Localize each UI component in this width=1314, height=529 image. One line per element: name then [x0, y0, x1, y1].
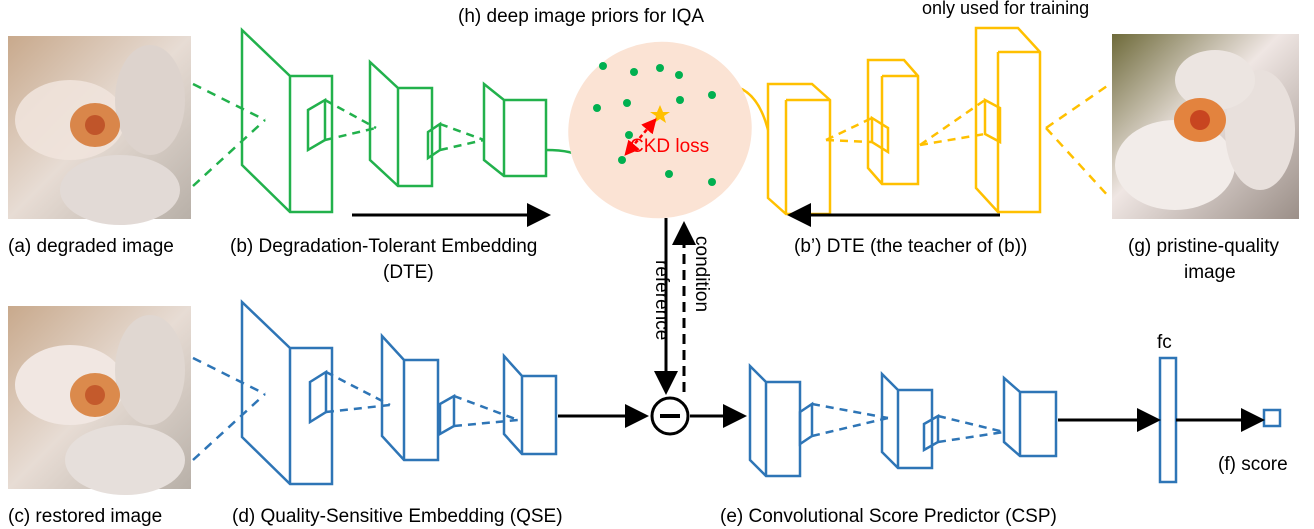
teacher-block-2 — [866, 58, 920, 186]
csp-label: (e) Convolutional Score Predictor (CSP) — [720, 506, 1057, 527]
dte-block-1 — [240, 27, 334, 214]
teacher-kernel-3 — [983, 97, 1002, 145]
csp-block-1 — [748, 362, 802, 478]
score-label: (f) score — [1218, 454, 1288, 475]
dte-kernel-2 — [426, 121, 442, 161]
dte-label: (b) Degradation-Tolerant Embedding — [230, 236, 537, 257]
teacher-block-1 — [766, 82, 832, 216]
restored-image — [8, 306, 191, 495]
qse-block-2 — [380, 332, 440, 462]
qse-block-1 — [240, 299, 334, 486]
pristine-label-line2: image — [1184, 262, 1236, 283]
qse-branch — [192, 299, 558, 486]
ckd-loss-label: CKD loss — [630, 136, 709, 157]
score-node — [1262, 408, 1282, 428]
dte-kernel-1 — [306, 97, 327, 153]
dte-block-3 — [482, 81, 548, 178]
student-feature-dot — [618, 156, 626, 164]
dte-projection-line — [192, 82, 266, 122]
reference-label: reference — [651, 260, 672, 340]
prior-dots — [593, 62, 716, 186]
fc-layer — [1158, 356, 1178, 484]
prior-space: CKD loss — [568, 41, 752, 219]
qse-kernel-1 — [308, 369, 328, 425]
csp-branch — [748, 356, 1282, 484]
teacher-block-3 — [974, 26, 1042, 214]
pristine-label: (g) pristine-quality — [1128, 236, 1279, 257]
top-title: (h) deep image priors for IQA — [458, 6, 704, 27]
csp-block-2 — [880, 370, 934, 470]
csp-block-3 — [1002, 375, 1058, 458]
training-note: only used for training — [922, 0, 1089, 18]
csp-kernel-1 — [798, 401, 814, 447]
pristine-image — [1112, 34, 1299, 219]
degraded-label: (a) degraded image — [8, 236, 174, 257]
qse-block-3 — [502, 352, 558, 456]
dte-abbrev-label: (DTE) — [383, 262, 434, 283]
qse-label: (d) Quality-Sensitive Embedding (QSE) — [232, 506, 563, 527]
teacher-feature-star — [650, 105, 670, 123]
fc-label: fc — [1157, 332, 1172, 353]
qse-kernel-2 — [438, 393, 456, 437]
teacher-label: (b’) DTE (the teacher of (b)) — [794, 236, 1027, 257]
dte-branch — [192, 27, 613, 214]
condition-label: condition — [691, 236, 712, 312]
degraded-image — [8, 36, 191, 225]
restored-label: (c) restored image — [8, 506, 162, 527]
ckd-loss-arrow — [624, 118, 657, 156]
dte-projection-line — [192, 119, 266, 187]
dte-block-2 — [368, 59, 434, 188]
teacher-kernel-2 — [870, 115, 890, 155]
